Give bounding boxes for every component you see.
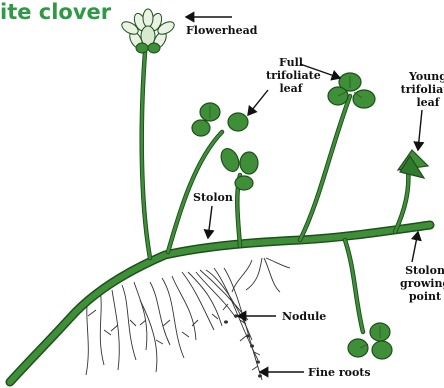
nodules xyxy=(224,314,262,377)
stolon-illustration xyxy=(10,225,430,382)
label-nodule: Nodule xyxy=(282,310,326,323)
label-young-line-3: leaf xyxy=(398,96,444,109)
label-full-line-1: Full xyxy=(266,56,316,69)
flowerhead-illustration xyxy=(120,9,177,53)
label-growing-line-1: Stolon xyxy=(400,264,444,277)
label-young-trifoliate-leaf: Young trifoliate leaf xyxy=(398,70,444,109)
label-full-line-2: trifoliate xyxy=(266,69,316,82)
label-fine-roots: Fine roots xyxy=(308,366,371,379)
label-growing-line-2: growing xyxy=(400,277,444,290)
label-flowerhead: Flowerhead xyxy=(186,24,257,37)
label-full-line-3: leaf xyxy=(266,82,316,95)
label-full-trifoliate-leaf: Full trifoliate leaf xyxy=(266,56,316,95)
label-stolon-growing-point: Stolon growing point xyxy=(400,264,444,303)
label-young-line-2: trifoliate xyxy=(398,83,444,96)
label-stolon: Stolon xyxy=(193,191,233,204)
label-growing-line-3: point xyxy=(400,290,444,303)
label-young-line-1: Young xyxy=(398,70,444,83)
